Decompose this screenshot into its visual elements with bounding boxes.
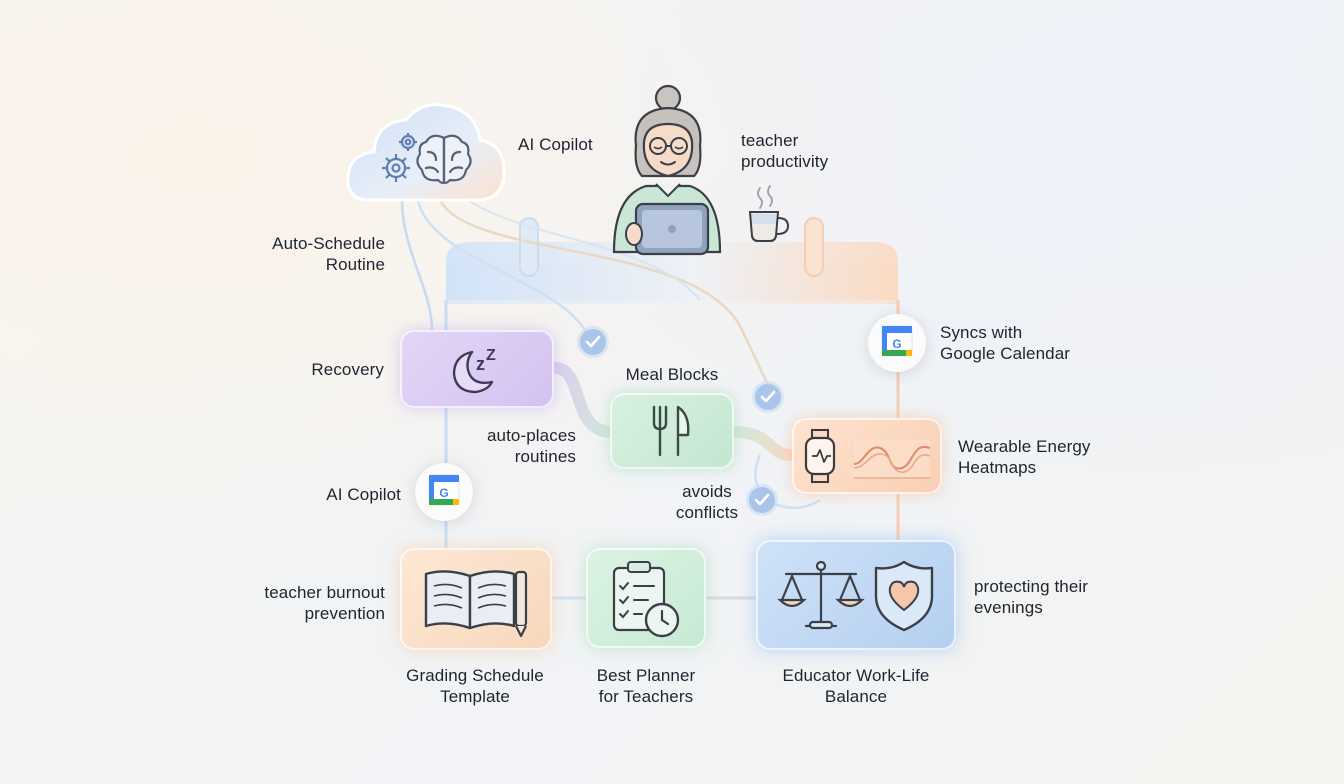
smartwatch-icon xyxy=(806,430,834,482)
teacher-productivity-line-2: productivity xyxy=(741,151,828,172)
syncs-google-line-1: Syncs with xyxy=(940,322,1070,343)
teacher-avatar xyxy=(606,84,726,256)
teacher-productivity-line-1: teacher xyxy=(741,130,828,151)
teacher-productivity-label: teacher productivity xyxy=(741,130,828,172)
clipboard-checklist-clock-icon xyxy=(586,548,706,648)
grading-template-label: Grading Schedule Template xyxy=(390,665,560,707)
auto-places-label: auto-places routines xyxy=(450,425,576,467)
recovery-label: Recovery xyxy=(280,359,384,380)
work-life-line-2: Balance xyxy=(760,686,952,707)
cloud-brain-gears-icon xyxy=(340,92,510,207)
protecting-line-2: evenings xyxy=(974,597,1088,618)
check-icon xyxy=(755,384,781,410)
grading-line-2: Template xyxy=(390,686,560,707)
best-planner-label: Best Planner for Teachers xyxy=(576,665,716,707)
auto-places-line-2: routines xyxy=(450,446,576,467)
recovery-tile: z Z xyxy=(400,330,554,408)
teacher-avatar-icon xyxy=(606,84,726,256)
google-calendar-badge-left: G xyxy=(415,463,473,521)
wearable-line-1: Wearable Energy xyxy=(958,436,1091,457)
check-badge-3 xyxy=(749,487,775,513)
burnout-line-1: teacher burnout xyxy=(230,582,385,603)
shield-heart-icon xyxy=(876,562,932,630)
open-book-pen-icon xyxy=(400,548,552,650)
svg-text:G: G xyxy=(892,337,901,351)
auto-schedule-line-2: Routine xyxy=(240,254,385,275)
best-planner-tile xyxy=(586,548,706,648)
google-calendar-icon: G xyxy=(415,463,473,521)
coffee-cup xyxy=(746,184,792,244)
grading-template-tile xyxy=(400,548,552,650)
avoids-conflicts-line-1: avoids xyxy=(662,481,752,502)
moon-zzz-icon: z Z xyxy=(400,330,554,408)
coffee-cup-icon xyxy=(746,184,792,244)
auto-places-line-1: auto-places xyxy=(450,425,576,446)
ai-copilot-cloud xyxy=(340,92,510,207)
wearable-heatmap-tile xyxy=(792,418,942,494)
meal-blocks-tile xyxy=(610,393,734,469)
work-life-line-1: Educator Work-Life xyxy=(760,665,952,686)
svg-text:Z: Z xyxy=(486,347,496,364)
svg-text:z: z xyxy=(476,354,485,374)
burnout-line-2: prevention xyxy=(230,603,385,624)
ai-copilot-label-left: AI Copilot xyxy=(280,484,401,505)
syncs-google-line-2: Google Calendar xyxy=(940,343,1070,364)
google-calendar-badge-right: G xyxy=(868,314,926,372)
auto-schedule-line-1: Auto-Schedule xyxy=(240,233,385,254)
check-icon xyxy=(749,487,775,513)
check-badge-2 xyxy=(755,384,781,410)
best-planner-line-2: for Teachers xyxy=(576,686,716,707)
protecting-evenings-label: protecting their evenings xyxy=(974,576,1088,618)
svg-text:G: G xyxy=(439,486,448,500)
auto-schedule-label: Auto-Schedule Routine xyxy=(240,233,385,275)
balance-scale-icon xyxy=(780,562,862,628)
protecting-line-1: protecting their xyxy=(974,576,1088,597)
avoids-conflicts-label: avoids conflicts xyxy=(662,481,752,523)
work-life-balance-label: Educator Work-Life Balance xyxy=(760,665,952,707)
work-life-balance-tile xyxy=(756,540,956,650)
meal-blocks-label: Meal Blocks xyxy=(606,364,738,385)
wearable-label: Wearable Energy Heatmaps xyxy=(958,436,1091,478)
syncs-google-label: Syncs with Google Calendar xyxy=(940,322,1070,364)
burnout-prevention-label: teacher burnout prevention xyxy=(230,582,385,624)
best-planner-line-1: Best Planner xyxy=(576,665,716,686)
wearable-line-2: Heatmaps xyxy=(958,457,1091,478)
heatmap-wave-icon xyxy=(854,440,930,478)
check-badge-1 xyxy=(580,329,606,355)
grading-line-1: Grading Schedule xyxy=(390,665,560,686)
check-icon xyxy=(580,329,606,355)
ai-copilot-label-top: AI Copilot xyxy=(518,134,593,155)
avoids-conflicts-line-2: conflicts xyxy=(662,502,752,523)
google-calendar-icon: G xyxy=(868,314,926,372)
fork-knife-icon xyxy=(610,393,734,469)
